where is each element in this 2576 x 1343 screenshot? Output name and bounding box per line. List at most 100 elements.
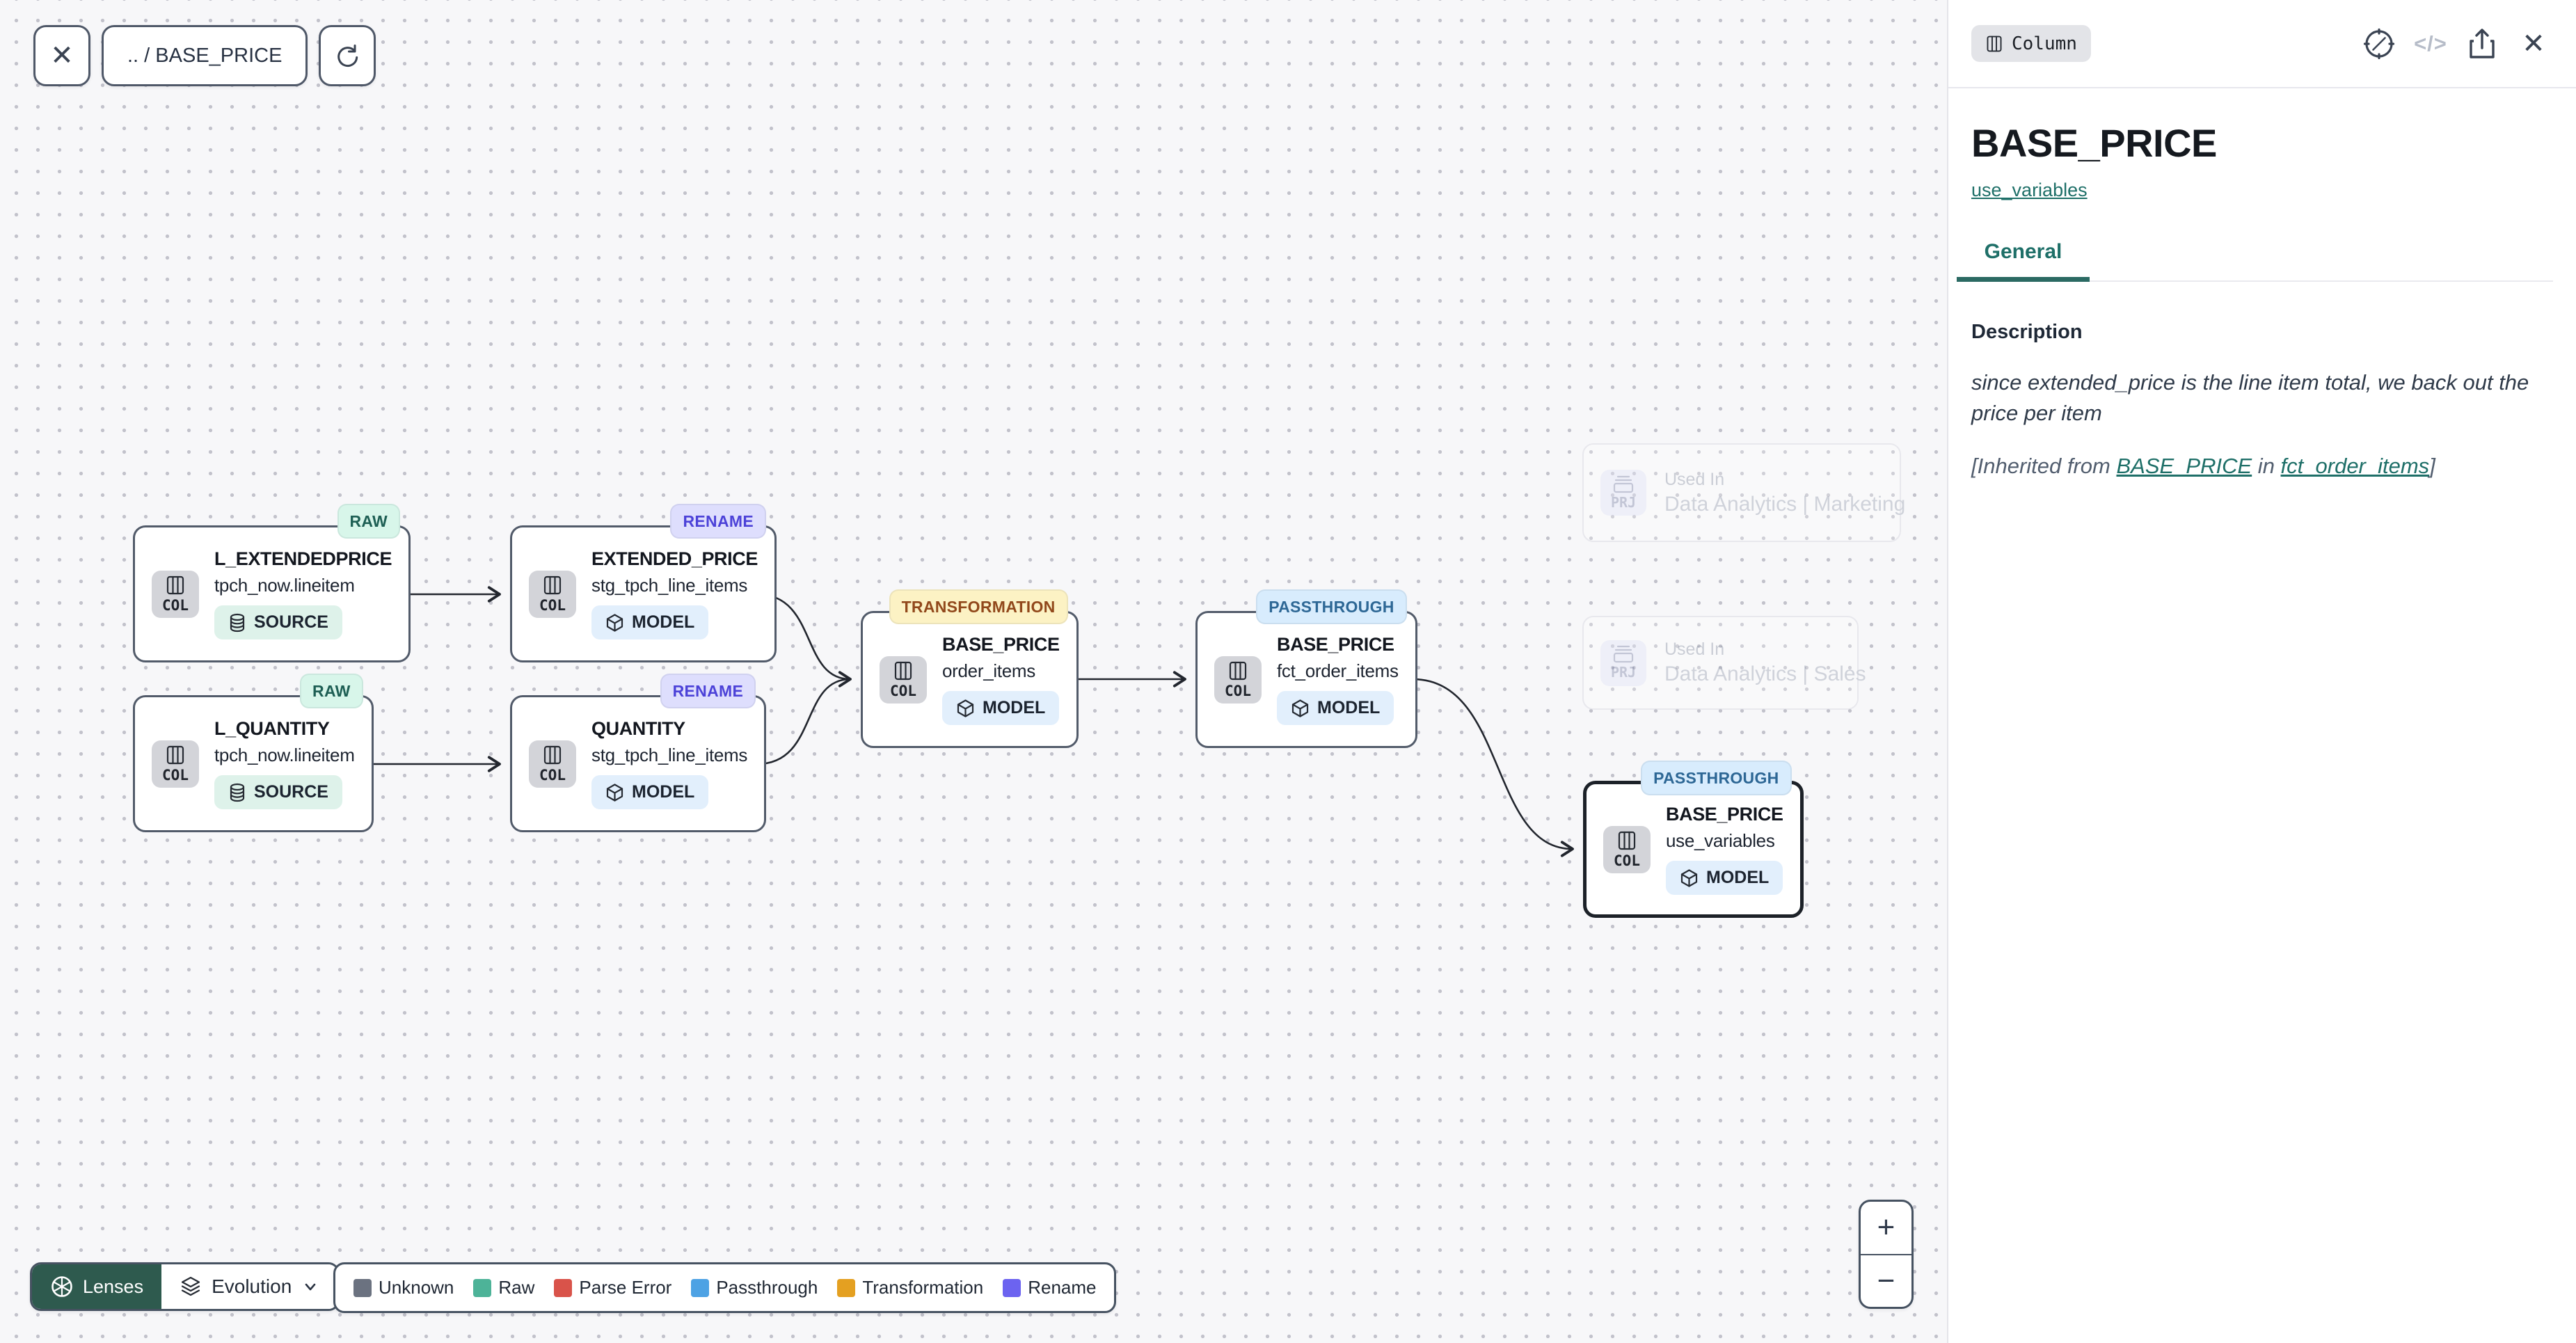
canvas-toolbar: ✕ .. / BASE_PRICE bbox=[33, 25, 376, 86]
tab-general[interactable]: General bbox=[1957, 240, 2090, 282]
panel-header: Column </> ✕ bbox=[1948, 0, 2576, 88]
lineage-node-extended-price[interactable]: RENAME COL EXTENDED_PRICE stg_tpch_line_… bbox=[510, 504, 777, 662]
project-icon bbox=[1613, 475, 1634, 493]
lens-aperture-icon bbox=[51, 1276, 72, 1297]
layers-icon bbox=[181, 1276, 200, 1296]
plus-icon: + bbox=[1877, 1210, 1895, 1245]
used-in-card-marketing[interactable]: PRJ Used In Data Analytics | Marketing bbox=[1582, 443, 1905, 542]
lineage-node-quantity[interactable]: RENAME COL QUANTITY stg_tpch_line_items … bbox=[510, 674, 767, 832]
close-icon: ✕ bbox=[50, 40, 74, 71]
node-model: use_variables bbox=[1666, 830, 1775, 851]
zoom-out-button[interactable]: − bbox=[1861, 1255, 1911, 1308]
node-type-badge: SOURCE bbox=[214, 775, 342, 809]
legend-item-unknown: Unknown bbox=[353, 1277, 454, 1298]
lineage-node-baseprice-fctorderitems[interactable]: PASSTHROUGH COL BASE_PRICE fct_order_ite… bbox=[1195, 589, 1417, 748]
node-model: fct_order_items bbox=[1277, 660, 1399, 681]
node-title: BASE_PRICE bbox=[1666, 804, 1783, 825]
refresh-button[interactable] bbox=[319, 25, 376, 86]
description-text: since extended_price is the line item to… bbox=[1971, 370, 2529, 426]
node-title: L_EXTENDEDPRICE bbox=[214, 548, 392, 569]
node-type-label: MODEL bbox=[632, 782, 695, 802]
breadcrumb-label: .. / BASE_PRICE bbox=[127, 44, 283, 67]
column-kind-chip: COL bbox=[529, 740, 576, 788]
lineage-node-l-quantity[interactable]: RAW COL L_QUANTITY tpch_now.lineitem SOU… bbox=[133, 674, 374, 832]
edge-fctorderitems-usevariables bbox=[1412, 678, 1574, 857]
database-icon bbox=[230, 783, 245, 802]
column-kind-chip: COL bbox=[529, 570, 576, 618]
lens-tag-rename: RENAME bbox=[670, 504, 766, 539]
used-in-card-sales[interactable]: PRJ Used In Data Analytics | Sales bbox=[1582, 616, 1866, 710]
share-button[interactable] bbox=[2465, 26, 2499, 61]
lens-tag-raw: RAW bbox=[300, 674, 363, 708]
panel-title: BASE_PRICE bbox=[1971, 121, 2217, 165]
node-kind-label: COL bbox=[539, 766, 566, 784]
inherited-infix: in bbox=[2252, 454, 2281, 479]
view-code-button[interactable]: </> bbox=[2413, 26, 2448, 61]
legend-label: Passthrough bbox=[716, 1277, 818, 1298]
used-in-project-name: Data Analytics | Marketing bbox=[1664, 492, 1906, 516]
refresh-icon bbox=[337, 45, 358, 67]
inherited-model-link[interactable]: fct_order_items bbox=[2280, 454, 2430, 479]
column-kind-chip: COL bbox=[1603, 825, 1651, 873]
model-link[interactable]: use_variables bbox=[1971, 180, 2088, 200]
node-type-label: SOURCE bbox=[254, 612, 328, 632]
used-in-label: Used In bbox=[1664, 639, 1725, 659]
edge-quantity-baseprice bbox=[756, 678, 851, 765]
legend-item-transformation: Transformation bbox=[837, 1277, 983, 1298]
lens-selector-dropdown[interactable]: Evolution bbox=[161, 1264, 338, 1309]
inherited-prefix: [Inherited from bbox=[1971, 454, 2117, 479]
model-cube-icon bbox=[1680, 868, 1698, 887]
column-icon bbox=[166, 575, 184, 594]
entity-type-label: Column bbox=[2012, 33, 2077, 54]
node-model: stg_tpch_line_items bbox=[591, 745, 748, 765]
node-type-badge: MODEL bbox=[1277, 691, 1394, 725]
minus-icon: − bbox=[1877, 1263, 1895, 1298]
selected-lens-label: Evolution bbox=[212, 1276, 292, 1297]
project-kind-label: PRJ bbox=[1610, 664, 1637, 681]
lens-tag-passthrough: PASSTHROUGH bbox=[1256, 589, 1407, 624]
lineage-node-l-extendedprice[interactable]: RAW COL L_EXTENDEDPRICE tpch_now.lineite… bbox=[133, 504, 411, 662]
edge-extendedprice-baseprice bbox=[756, 593, 852, 688]
explore-lineage-button[interactable] bbox=[2362, 26, 2396, 61]
node-type-badge: MODEL bbox=[942, 691, 1060, 725]
node-model: order_items bbox=[942, 660, 1035, 681]
project-kind-chip: PRJ bbox=[1600, 639, 1646, 686]
legend-label: Raw bbox=[498, 1277, 535, 1298]
column-kind-chip: COL bbox=[152, 570, 199, 618]
zoom-in-button[interactable]: + bbox=[1861, 1202, 1911, 1255]
share-icon bbox=[2470, 28, 2495, 58]
node-kind-label: COL bbox=[539, 596, 566, 614]
used-in-project-name: Data Analytics | Sales bbox=[1664, 662, 1866, 685]
node-kind-label: COL bbox=[890, 682, 916, 699]
project-icon bbox=[1613, 645, 1634, 663]
node-type-label: MODEL bbox=[1706, 868, 1770, 887]
node-kind-label: COL bbox=[162, 596, 189, 614]
column-detail-panel: Column </> ✕ bbox=[1947, 0, 2576, 1343]
node-kind-label: COL bbox=[1614, 852, 1640, 869]
column-icon bbox=[894, 661, 912, 680]
node-type-label: MODEL bbox=[983, 698, 1046, 717]
breadcrumb[interactable]: .. / BASE_PRICE bbox=[102, 25, 308, 86]
legend-item-rename: Rename bbox=[1003, 1277, 1096, 1298]
lineage-node-baseprice-orderitems[interactable]: TRANSFORMATION COL BASE_PRICE order_item… bbox=[861, 589, 1079, 748]
inherited-column-link[interactable]: BASE_PRICE bbox=[2116, 454, 2252, 479]
legend-label: Rename bbox=[1028, 1277, 1097, 1298]
close-icon: ✕ bbox=[2522, 28, 2545, 59]
compass-icon bbox=[2363, 28, 2395, 59]
panel-tabs: General bbox=[1957, 240, 2553, 282]
close-lineage-button[interactable]: ✕ bbox=[33, 25, 90, 86]
legend-item-raw: Raw bbox=[473, 1277, 534, 1298]
node-title: BASE_PRICE bbox=[942, 634, 1060, 655]
column-icon bbox=[1618, 831, 1636, 850]
lens-tag-transformation: TRANSFORMATION bbox=[889, 589, 1068, 624]
node-model: tpch_now.lineitem bbox=[214, 745, 355, 765]
lineage-node-baseprice-usevariables[interactable]: PASSTHROUGH COL BASE_PRICE use_variables… bbox=[1583, 761, 1804, 918]
legend-swatch bbox=[837, 1278, 856, 1297]
node-title: BASE_PRICE bbox=[1277, 634, 1394, 655]
used-in-label: Used In bbox=[1664, 469, 1725, 489]
lenses-button[interactable]: Lenses bbox=[32, 1264, 162, 1309]
close-panel-button[interactable]: ✕ bbox=[2516, 26, 2551, 61]
column-kind-chip: COL bbox=[1214, 655, 1262, 704]
column-kind-chip: COL bbox=[880, 655, 927, 704]
node-title: EXTENDED_PRICE bbox=[591, 548, 758, 569]
